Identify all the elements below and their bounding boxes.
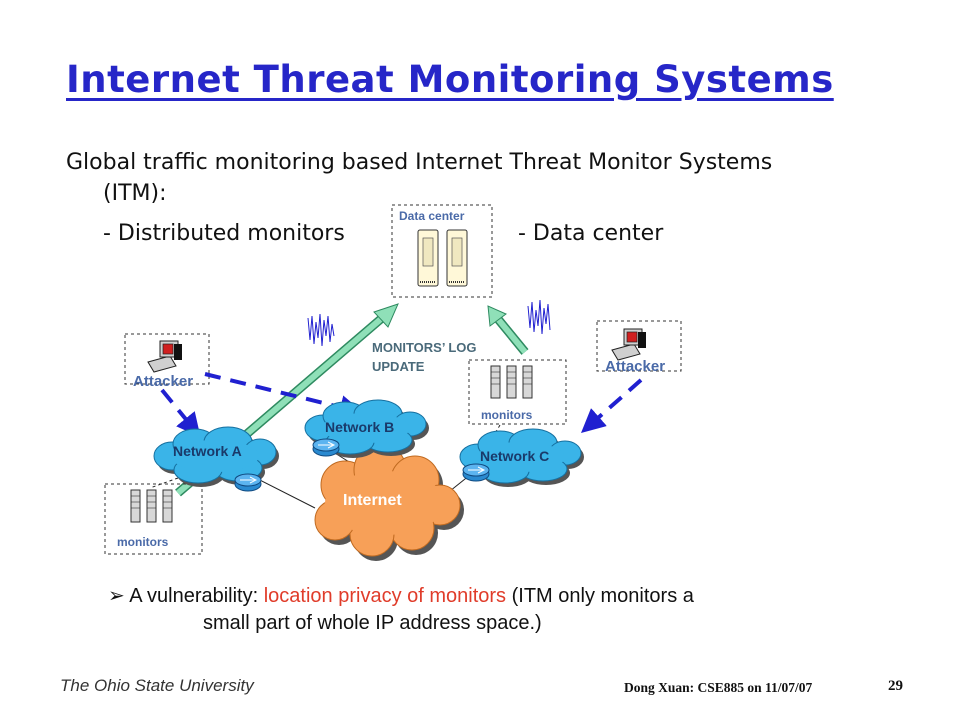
monitors-log-label-line2: UPDATE bbox=[372, 359, 425, 374]
attack-arrows bbox=[160, 372, 643, 438]
attacker-left-label: Attacker bbox=[133, 373, 193, 390]
computer-icon bbox=[611, 328, 646, 361]
server-icon bbox=[446, 229, 468, 287]
footer-university: The Ohio State University bbox=[60, 676, 254, 695]
attacker-left-box bbox=[124, 333, 210, 385]
data-center-label: Data center bbox=[399, 209, 465, 223]
monitors-left-label: monitors bbox=[117, 535, 169, 549]
network-b-cloud bbox=[304, 399, 429, 458]
router-icon bbox=[462, 463, 490, 482]
computer-icon bbox=[147, 340, 182, 373]
traffic-signal-icon bbox=[527, 299, 551, 335]
network-a-cloud bbox=[153, 426, 279, 487]
bullet-data-center: - Data center bbox=[518, 221, 664, 246]
network-b-label: Network B bbox=[325, 419, 394, 435]
router-icon bbox=[312, 438, 340, 457]
intro-line-1: Global traffic monitoring based Internet… bbox=[66, 150, 773, 175]
data-center-box bbox=[391, 204, 493, 298]
network-c-cloud bbox=[459, 428, 584, 487]
vulnerability-note-line2: small part of whole IP address space.) bbox=[203, 612, 542, 634]
note-suffix: (ITM only monitors a bbox=[506, 585, 694, 607]
internet-label: Internet bbox=[343, 492, 402, 509]
footer-author-date: Dong Xuan: CSE885 on 11/07/07 bbox=[624, 680, 813, 695]
slide-title: Internet Threat Monitoring Systems bbox=[66, 58, 834, 101]
router-icon bbox=[234, 473, 262, 492]
network-c-label: Network C bbox=[480, 448, 549, 464]
intro-line-2: (ITM): bbox=[103, 181, 167, 206]
traffic-signal-icon bbox=[307, 313, 335, 347]
page-number: 29 bbox=[888, 678, 903, 694]
monitors-log-label-line1: MONITORS’ LOG bbox=[372, 340, 477, 355]
note-prefix: A vulnerability: bbox=[129, 585, 264, 607]
note-highlight: location privacy of monitors bbox=[263, 585, 507, 607]
attacker-right-label: Attacker bbox=[605, 358, 665, 375]
attacker-right-box bbox=[596, 320, 682, 372]
monitors-right-box bbox=[468, 359, 567, 425]
server-rack-icon bbox=[130, 489, 173, 523]
monitors-left-box bbox=[104, 483, 203, 555]
bullet-distributed-monitors: - Distributed monitors bbox=[103, 221, 345, 246]
network-a-label: Network A bbox=[173, 443, 242, 459]
server-rack-icon bbox=[490, 365, 533, 399]
log-update-arrow-right bbox=[487, 305, 529, 355]
internet-cloud bbox=[314, 443, 464, 561]
server-icon bbox=[417, 229, 439, 287]
arrow-bullet-icon: ➢ bbox=[108, 585, 130, 607]
monitors-right-label: monitors bbox=[481, 408, 533, 422]
vulnerability-note: ➢ A vulnerability: location privacy of m… bbox=[108, 583, 694, 608]
